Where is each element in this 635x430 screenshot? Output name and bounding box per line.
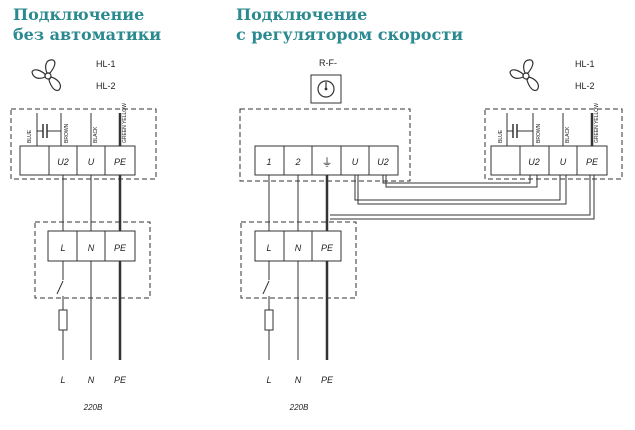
regulator-terminal-1: 1 bbox=[266, 157, 271, 167]
left-motor-terminal-u: U bbox=[88, 157, 95, 167]
right-diagram: R-F- 1 2 ⏚ U U2 HL-1 HL-2 bbox=[239, 58, 623, 412]
right-title-line1: Подключение bbox=[236, 5, 368, 24]
right-fan-label-2: HL-2 bbox=[575, 81, 595, 91]
regulator-terminal-u2: U2 bbox=[377, 157, 389, 167]
right-fan-icon bbox=[509, 59, 540, 92]
regulator-icon bbox=[310, 74, 342, 104]
left-capacitor-icon bbox=[36, 113, 62, 146]
right-wire-color-brown: BROWN bbox=[536, 123, 542, 143]
left-wire-color-brown: BROWN bbox=[64, 123, 70, 143]
left-supply-terminal-l: L bbox=[60, 243, 65, 253]
right-motor-terminal-u2: U2 bbox=[528, 157, 540, 167]
regulator-terminal-block: 1 2 ⏚ U U2 bbox=[254, 145, 399, 176]
right-motor-terminal-u: U bbox=[560, 157, 567, 167]
right-capacitor-icon bbox=[506, 113, 534, 146]
left-supply-terminal-pe: PE bbox=[114, 243, 127, 253]
right-motor-dashed-frame bbox=[484, 108, 623, 180]
left-fuse-icon bbox=[58, 309, 68, 331]
right-supply-terminal-block: L N PE bbox=[254, 230, 342, 262]
right-voltage-label: 220В bbox=[289, 403, 309, 412]
left-supply-terminal-n: N bbox=[88, 243, 95, 253]
left-supply-terminal-block: L N PE bbox=[47, 230, 136, 262]
right-motor-terminal-block: U2 U PE bbox=[490, 145, 608, 176]
left-wire-color-blue: BLUE bbox=[27, 129, 33, 143]
left-title-line1: Подключение bbox=[13, 5, 145, 24]
left-motor-terminal-pe: PE bbox=[114, 157, 127, 167]
left-wire-color-green-yellow: GREEN YELLOW bbox=[122, 103, 128, 143]
regulator-terminal-ground: ⏚ bbox=[322, 156, 333, 169]
left-motor-dashed-frame bbox=[10, 108, 157, 180]
right-title-line2: с регулятором скорости bbox=[236, 25, 464, 44]
regulator-label: R-F- bbox=[319, 58, 337, 68]
right-fan-label-1: HL-1 bbox=[575, 59, 595, 69]
right-wire-color-green-yellow: GREEN YELLOW bbox=[594, 103, 600, 143]
left-motor-terminal-u2: U2 bbox=[57, 157, 69, 167]
right-wire-color-blue: BLUE bbox=[498, 129, 504, 143]
right-title: Подключение с регулятором скорости bbox=[236, 5, 463, 45]
right-wire-color-black: BLACK bbox=[565, 126, 571, 143]
right-supply-terminal-n: N bbox=[295, 243, 302, 253]
left-wire-color-black: BLACK bbox=[93, 126, 99, 143]
left-title: Подключение без автоматики bbox=[13, 5, 161, 45]
left-switch-icon bbox=[56, 280, 64, 295]
right-fuse-icon bbox=[264, 309, 274, 331]
left-supply-dashed-frame bbox=[34, 221, 151, 299]
regulator-terminal-2: 2 bbox=[294, 157, 300, 167]
left-fan-label-2: HL-2 bbox=[96, 81, 116, 91]
left-diagram: HL-1 HL-2 BLUE BROWN BLACK GREEN YELLOW … bbox=[10, 59, 157, 412]
left-title-line2: без автоматики bbox=[13, 25, 162, 44]
right-bottom-label-pe: PE bbox=[321, 375, 334, 385]
left-bottom-label-n: N bbox=[88, 375, 95, 385]
right-bottom-label-l: L bbox=[266, 375, 271, 385]
left-fan-label-1: HL-1 bbox=[96, 59, 116, 69]
regulator-dashed-frame bbox=[239, 108, 411, 182]
left-motor-terminal-block: U2 U PE bbox=[19, 145, 136, 176]
left-bottom-label-l: L bbox=[60, 375, 65, 385]
left-bottom-label-pe: PE bbox=[114, 375, 127, 385]
right-supply-terminal-l: L bbox=[266, 243, 271, 253]
right-switch-icon bbox=[262, 280, 270, 295]
right-motor-terminal-pe: PE bbox=[586, 157, 599, 167]
right-supply-terminal-pe: PE bbox=[321, 243, 334, 253]
regulator-terminal-u: U bbox=[352, 157, 359, 167]
interconnect-wires bbox=[330, 175, 595, 220]
left-fan-icon bbox=[31, 59, 62, 92]
left-voltage-label: 220В bbox=[83, 403, 103, 412]
right-bottom-label-n: N bbox=[295, 375, 302, 385]
